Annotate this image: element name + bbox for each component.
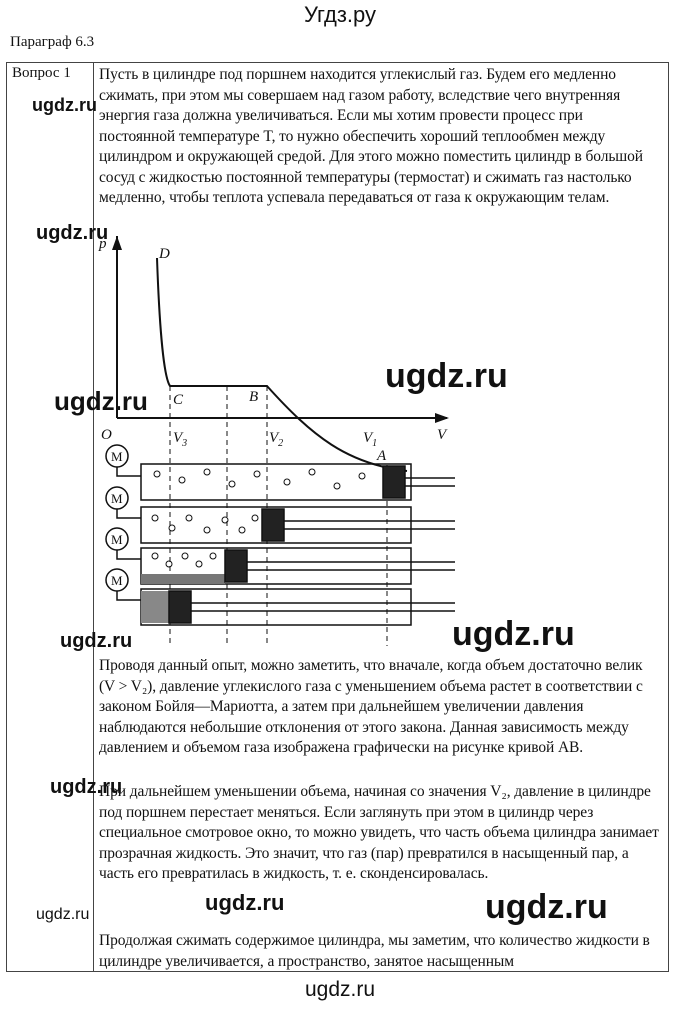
v1-label: V1 [363, 430, 377, 449]
watermark-10: ugdz.ru [485, 888, 608, 926]
question-text-intro: Пусть в цилиндре под поршнем находится у… [99, 66, 643, 206]
question-text-v2: При дальнейшем уменьшении объема, начина… [99, 783, 659, 882]
watermark-8: ugdz.ru [36, 906, 90, 923]
cylinder-3 [105, 527, 455, 585]
cylinder-2 [105, 486, 455, 544]
question-label: Вопрос 1 [12, 65, 71, 81]
v2-label: V2 [269, 430, 283, 449]
column-divider [93, 63, 94, 971]
watermark-6: ugdz.ru [60, 630, 133, 652]
point-d-label: D [158, 246, 170, 262]
footer-site-name: ugdz.ru [304, 978, 376, 1001]
manometer-1-label: M [111, 449, 123, 464]
watermark-7: ugdz.ru [50, 776, 123, 798]
paragraph-label: Параграф 6.3 [10, 34, 95, 50]
question-text-ab: Проводя данный опыт, можно заметить, что… [99, 657, 643, 756]
cylinder-4 [105, 568, 455, 626]
v3-label: V3 [173, 430, 187, 449]
watermark-2: ugdz.ru [36, 222, 109, 244]
p-axis-arrow [112, 236, 122, 250]
p-axis-label: p [98, 236, 107, 252]
watermark-9: ugdz.ru [205, 890, 285, 915]
manometer-4-label: M [111, 573, 123, 588]
point-c-label: C [173, 392, 184, 408]
question-text-continue: Продолжая сжимать содержимое цилиндра, м… [99, 932, 650, 970]
v-axis-label: V [437, 427, 448, 443]
site-title: Угдз.ру [303, 2, 377, 27]
manometer-2-label: M [111, 491, 123, 506]
manometer-3-label: M [111, 532, 123, 547]
cylinder-1 [105, 444, 455, 501]
watermark-5: ugdz.ru [452, 615, 575, 653]
watermark-1: ugdz.ru [32, 95, 97, 115]
point-b-label: B [249, 389, 258, 405]
gas-molecules [151, 468, 366, 568]
watermark-4: ugdz.ru [54, 386, 148, 416]
pv-diagram-figure: p V O D C B A V3 V2 V1 M [98, 236, 455, 646]
v-axis-arrow [435, 413, 449, 423]
point-a-label: A [376, 448, 387, 464]
watermark-3: ugdz.ru [385, 357, 508, 395]
origin-label: O [101, 427, 112, 443]
answer-table: Вопрос 1 Пусть в цилиндре под поршнем на… [6, 62, 669, 972]
